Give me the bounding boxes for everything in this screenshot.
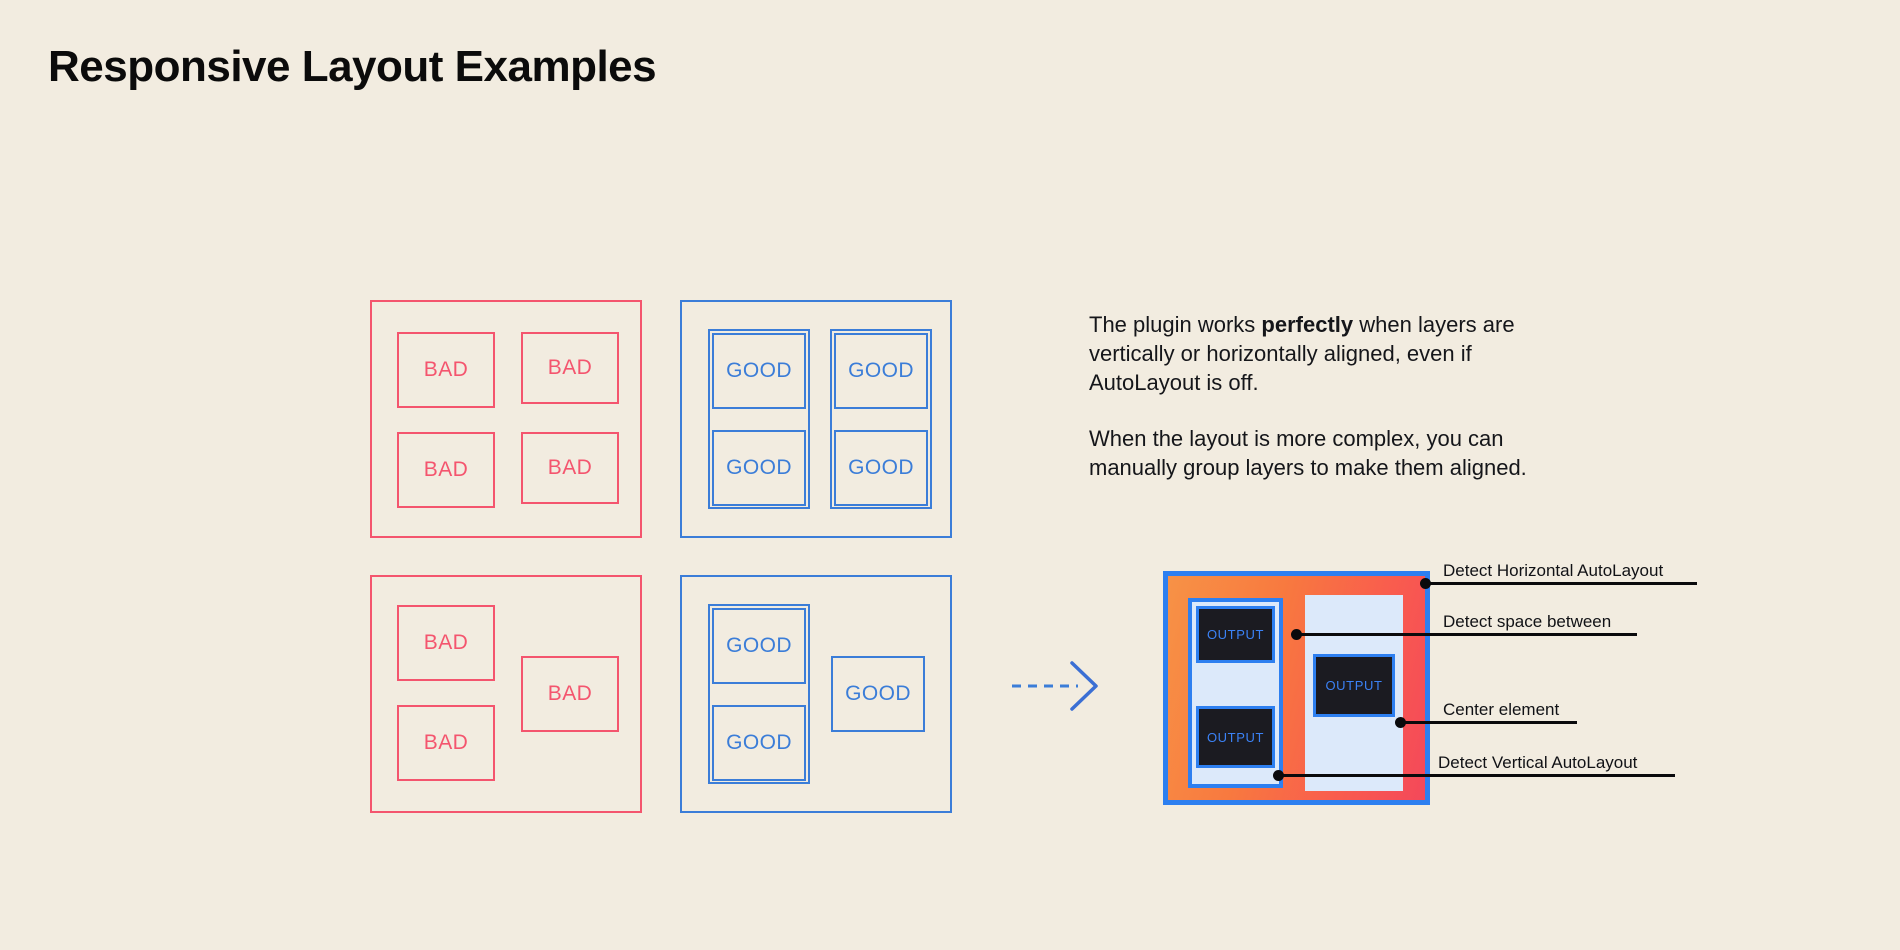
group-outline-left-column <box>708 604 810 784</box>
good-cell: GOOD <box>834 333 928 409</box>
bad-cell: BAD <box>521 656 619 732</box>
annotation-label-space-between: Detect space between <box>1443 612 1612 631</box>
example-panel-bad-complex: BAD BAD BAD <box>370 575 642 813</box>
description-text: The plugin works perfectly when layers a… <box>1089 310 1559 482</box>
paragraph-1-emphasis: perfectly <box>1261 312 1354 337</box>
good-cell-label: GOOD <box>848 456 914 479</box>
good-cell-label: GOOD <box>848 359 914 382</box>
good-cell: GOOD <box>831 656 925 732</box>
flow-arrow <box>1010 655 1110 717</box>
paragraph-1-tail: when layers are vertically or horizontal… <box>1089 312 1515 395</box>
group-outline-right-column <box>830 329 932 509</box>
good-cell-label: GOOD <box>726 731 792 754</box>
bad-cell: BAD <box>397 432 495 508</box>
output-box-center: OUTPUT <box>1313 654 1395 717</box>
example-panel-good-complex: GOOD GOOD GOOD <box>680 575 952 813</box>
example-panel-bad-grid: BAD BAD BAD BAD <box>370 300 642 538</box>
annotation-label-vertical-autolayout: Detect Vertical AutoLayout <box>1438 753 1638 772</box>
bad-cell: BAD <box>521 432 619 504</box>
plugin-output-mockup: OUTPUT OUTPUT OUTPUT <box>1163 571 1430 805</box>
bad-cell-label: BAD <box>423 631 469 654</box>
output-label: OUTPUT <box>1206 627 1265 642</box>
good-cell: GOOD <box>712 430 806 506</box>
description-paragraph-1: The plugin works perfectly when layers a… <box>1089 310 1559 397</box>
annotation-anchor-dot <box>1273 770 1284 781</box>
annotation-anchor-dot <box>1420 578 1431 589</box>
output-label: OUTPUT <box>1206 729 1265 745</box>
annotation-leader-line <box>1425 582 1697 585</box>
group-outline-left-column <box>708 329 810 509</box>
good-cell: GOOD <box>834 430 928 506</box>
annotation-anchor-dot <box>1395 717 1406 728</box>
bad-cell-label: BAD <box>547 682 593 705</box>
output-label: OUTPUT <box>1325 678 1383 693</box>
annotation-label-horizontal-autolayout: Detect Horizontal AutoLayout <box>1443 561 1664 580</box>
bad-cell: BAD <box>397 332 495 408</box>
good-cell-label: GOOD <box>726 359 792 382</box>
page-title: Responsive Layout Examples <box>48 42 657 91</box>
paragraph-1-lead: The plugin works <box>1089 312 1262 337</box>
bad-cell: BAD <box>521 332 619 404</box>
bad-cell-label: BAD <box>547 456 593 479</box>
good-cell: GOOD <box>712 333 806 409</box>
example-panel-good-grid: GOOD GOOD GOOD GOOD <box>680 300 952 538</box>
good-cell-label: GOOD <box>845 682 911 705</box>
output-box-top-left: OUTPUT <box>1196 606 1275 663</box>
annotation-leader-line <box>1400 721 1577 724</box>
annotation-leader-line <box>1296 633 1637 636</box>
annotation-leader-line <box>1278 774 1675 777</box>
bad-cell-label: BAD <box>423 731 469 754</box>
bad-cell-label: BAD <box>547 356 593 379</box>
good-cell-label: GOOD <box>726 456 792 479</box>
bad-cell: BAD <box>397 705 495 781</box>
bad-cell-label: BAD <box>423 358 469 381</box>
annotation-anchor-dot <box>1291 629 1302 640</box>
bad-cell: BAD <box>397 605 495 681</box>
bad-cell-label: BAD <box>423 458 469 481</box>
good-cell: GOOD <box>712 608 806 684</box>
good-cell-label: GOOD <box>726 634 792 657</box>
good-cell: GOOD <box>712 705 806 781</box>
description-paragraph-2: When the layout is more complex, you can… <box>1089 426 1527 480</box>
output-box-bottom-left: OUTPUT <box>1196 706 1275 768</box>
annotation-label-center-element: Center element <box>1443 700 1560 719</box>
